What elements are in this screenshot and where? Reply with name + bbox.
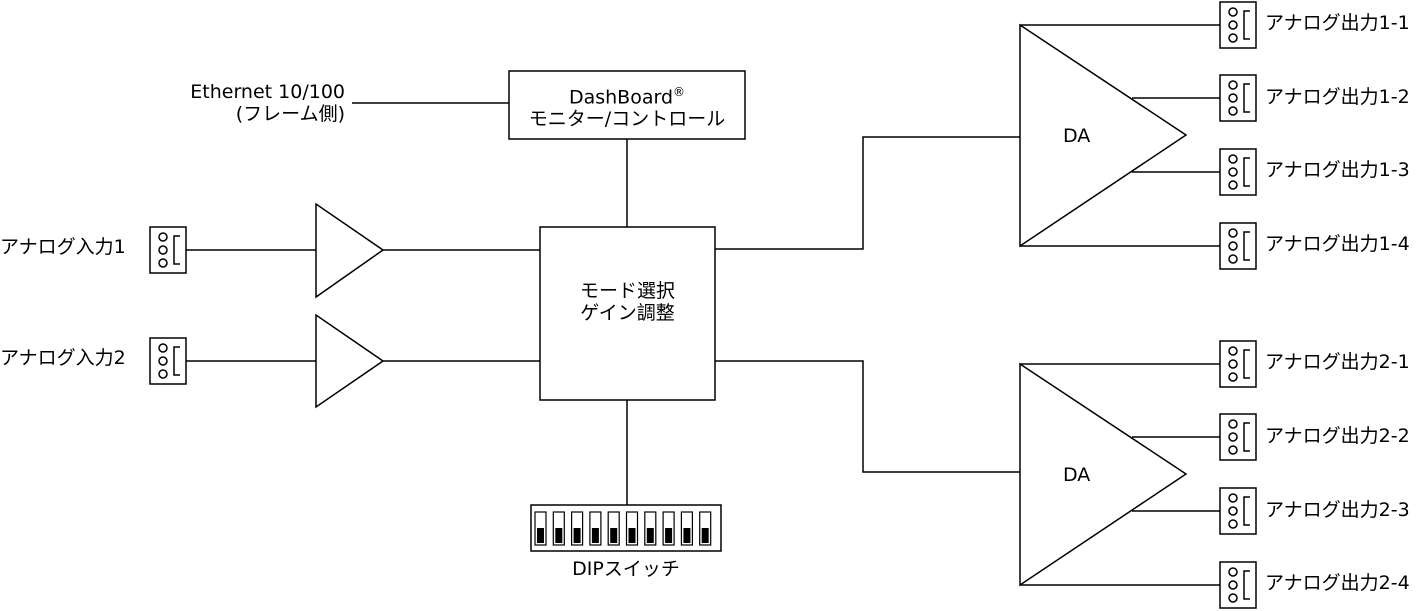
dip-switch-7: [644, 511, 657, 546]
processor-to-da2-line: [715, 360, 1020, 473]
output-connector-icon-6: [1219, 413, 1257, 461]
output-connector-icon-7: [1219, 487, 1257, 535]
output1-3-label: アナログ出力1-3: [1265, 159, 1410, 181]
processor-label-line1: モード選択: [579, 280, 675, 302]
processor-label: モード選択 ゲイン調整: [540, 280, 715, 324]
dip-switch-bank: [534, 511, 712, 546]
connector-group: [149, 1, 1257, 609]
dashboard-name: DashBoard: [568, 86, 674, 109]
output2-4-label: アナログ出力2-4: [1265, 572, 1410, 594]
dashboard-title: DashBoard®: [509, 81, 745, 108]
ethernet-label-line1: Ethernet 10/100: [190, 81, 345, 103]
output-connector-icon-2: [1219, 74, 1257, 122]
dashboard-subtitle: モニター/コントロール: [528, 108, 726, 131]
dip-switch-body: [530, 504, 722, 552]
output-connector-icon-3: [1219, 148, 1257, 196]
processor-label-line2: ゲイン調整: [580, 302, 675, 324]
dip-switch-label: DIPスイッチ: [572, 558, 680, 580]
dip-switch-1: [534, 511, 547, 546]
ethernet-label-line2: (フレーム側): [235, 103, 345, 125]
dip-switch-10: [699, 511, 712, 546]
processor-to-da1-line: [715, 136, 1020, 250]
output-connector-icon-4: [1219, 222, 1257, 270]
da1-label: DA: [1063, 125, 1091, 147]
output1-1-label: アナログ出力1-1: [1265, 12, 1410, 34]
output-connector-icon-1: [1219, 1, 1257, 49]
dip-switch-2: [552, 511, 565, 546]
output1-4-label: アナログ出力1-4: [1265, 233, 1410, 255]
dip-switch-9: [680, 511, 694, 546]
input2-connector-icon: [149, 337, 187, 385]
input2-buffer-triangle: [315, 313, 385, 409]
dip-switch-4: [589, 511, 602, 546]
da1-amplifier-triangle: [1019, 23, 1188, 248]
input1-connector-icon: [149, 226, 187, 274]
input2-label: アナログ入力2: [0, 347, 126, 369]
output-connector-icon-8: [1219, 561, 1257, 609]
dip-switch-8: [662, 511, 675, 546]
da2-label: DA: [1063, 464, 1091, 486]
registered-mark: ®: [673, 85, 686, 99]
dip-switch-5: [607, 511, 620, 546]
dip-switch-3: [570, 511, 584, 546]
ethernet-label: Ethernet 10/100 (フレーム側): [140, 81, 345, 125]
dip-switch-6: [625, 511, 639, 546]
dashboard-label: DashBoard® モニター/コントロール: [509, 81, 745, 130]
output2-1-label: アナログ出力2-1: [1265, 351, 1410, 373]
output1-2-label: アナログ出力1-2: [1265, 86, 1410, 108]
da2-amplifier-triangle: [1019, 362, 1188, 587]
output-connector-icon-5: [1219, 340, 1257, 388]
output2-2-label: アナログ出力2-2: [1265, 425, 1410, 447]
output2-3-label: アナログ出力2-3: [1265, 499, 1410, 521]
input1-label: アナログ入力1: [0, 236, 126, 258]
input1-buffer-triangle: [315, 202, 385, 299]
